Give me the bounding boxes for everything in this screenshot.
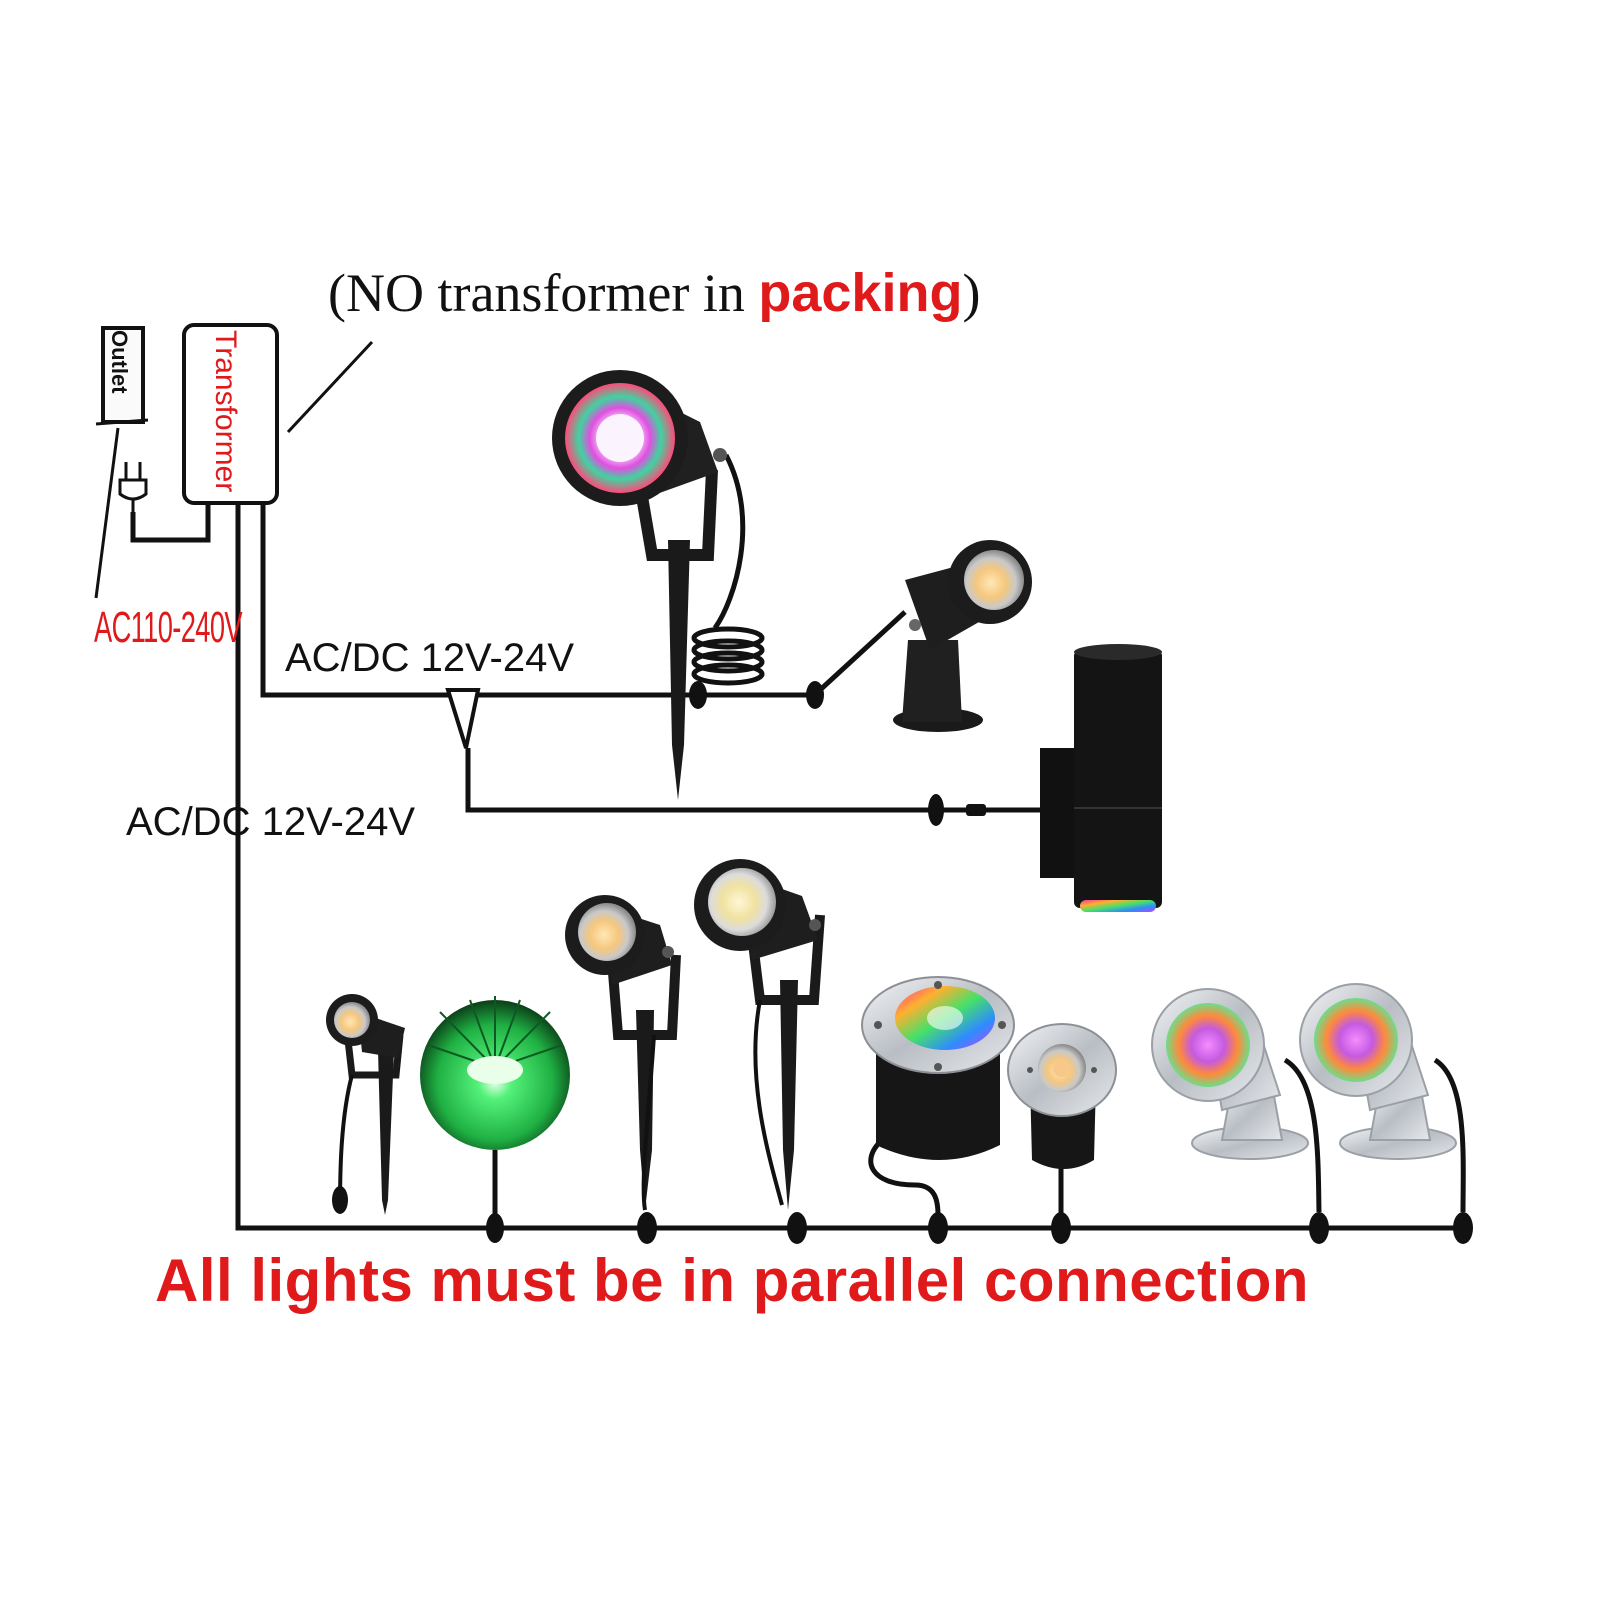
- fan-light-icon: [420, 996, 570, 1228]
- note-suffix: ): [962, 263, 981, 323]
- outlet-label: Outlet: [107, 330, 132, 394]
- wiring: [235, 503, 1472, 1231]
- input-pointer-line: [94, 427, 120, 599]
- transformer-box: [182, 323, 279, 505]
- inground-light-icon: [1007, 1023, 1117, 1215]
- note-pointer-line: [286, 340, 374, 434]
- spotlight-icon: [694, 859, 825, 1210]
- lower-voltage-label: AC/DC 12V-24V: [126, 800, 416, 844]
- stainless-spotlight-icon: [1299, 983, 1466, 1213]
- transformer-label: Transformer: [209, 330, 242, 493]
- input-voltage-label: AC110-240V: [94, 603, 243, 652]
- note-prefix: (NO transformer in: [328, 263, 759, 323]
- wall-light-icon: [1040, 644, 1162, 912]
- note-highlight: packing: [758, 263, 963, 323]
- parallel-connection-note: All lights must be in parallel connectio…: [155, 1247, 1309, 1314]
- spotlight-icon: [565, 895, 681, 1211]
- inground-light-icon: [861, 976, 1015, 1216]
- no-transformer-note: (NO transformer in packing): [328, 262, 980, 324]
- plug-icon: [118, 462, 148, 512]
- spotlight-icon: [552, 370, 765, 800]
- spotlight-icon: [326, 994, 405, 1215]
- upper-voltage-label: AC/DC 12V-24V: [285, 636, 575, 680]
- stainless-spotlight-icon: [1151, 988, 1322, 1213]
- spotlight-icon: [818, 540, 1032, 732]
- outlet-icon: [95, 326, 149, 426]
